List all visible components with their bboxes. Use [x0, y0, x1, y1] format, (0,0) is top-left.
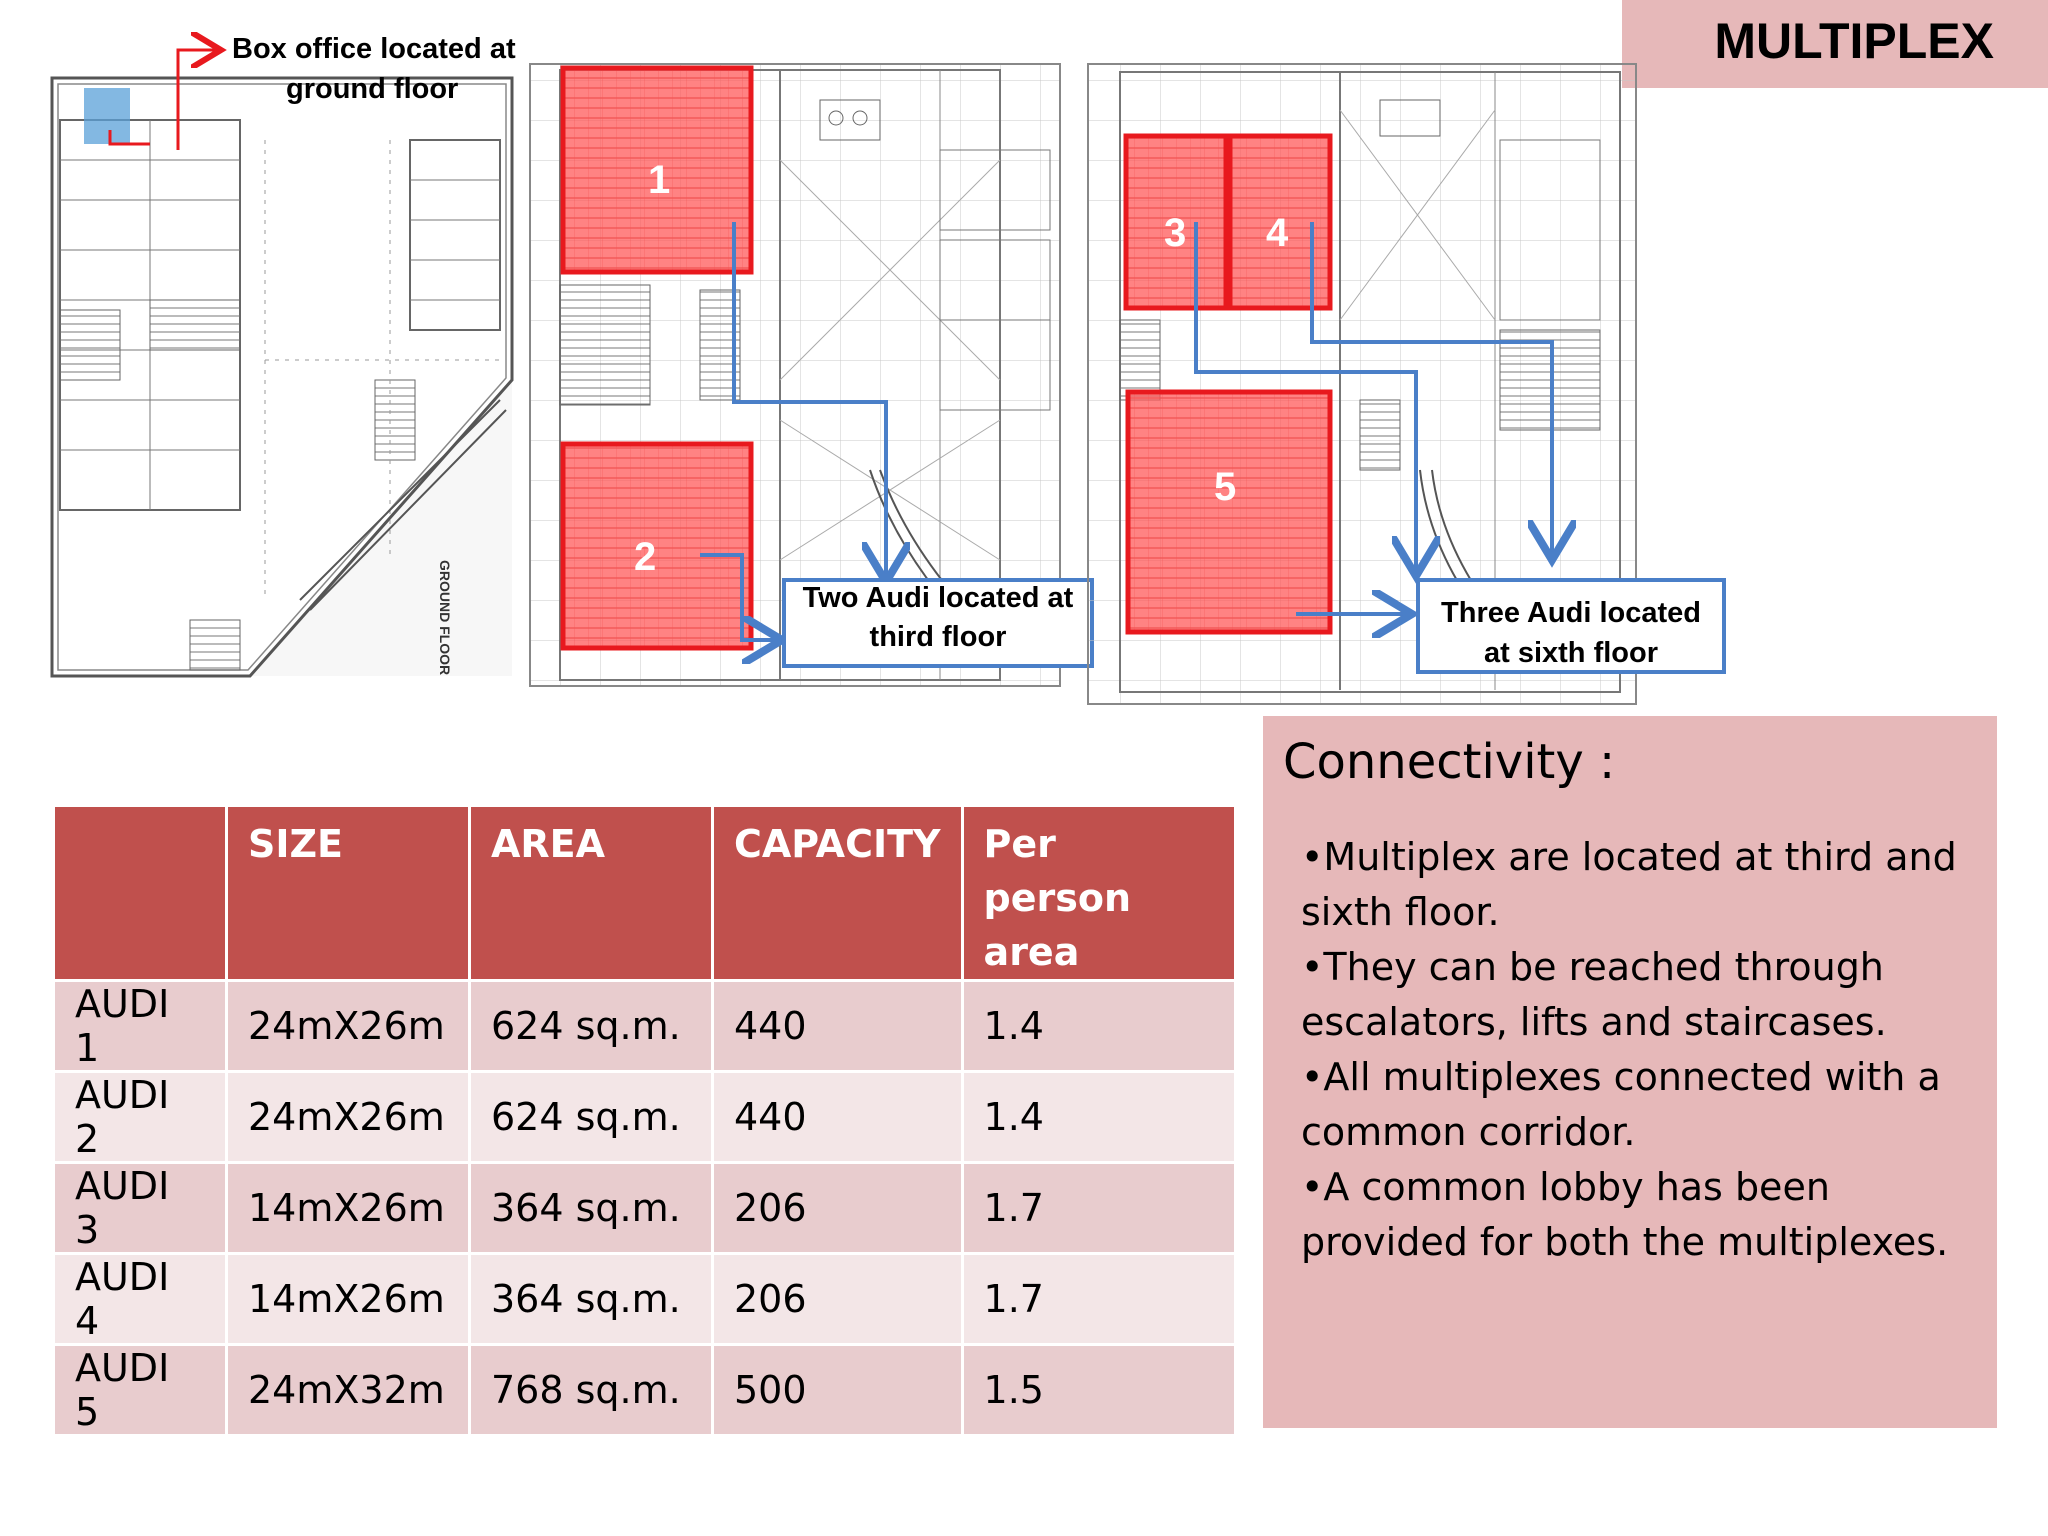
table-row: AUDI 4 14mX26m 364 sq.m. 206 1.7	[52, 1252, 1237, 1346]
audi-5-block: 5	[1125, 389, 1333, 635]
table-cell: 14mX26m	[225, 1252, 471, 1346]
audi-3-number: 3	[1164, 211, 1186, 255]
table-cell: 1.4	[960, 979, 1237, 1073]
audi-4-block: 4	[1227, 133, 1333, 311]
list-item: •Multiplex are located at third and sixt…	[1301, 835, 1957, 934]
table-cell: AUDI 3	[52, 1161, 228, 1255]
table-cell: 24mX26m	[225, 1070, 471, 1164]
table-cell: 14mX26m	[225, 1161, 471, 1255]
header-cell-size: SIZE	[225, 804, 471, 982]
sixth-floor-callout-line1: Three Audi located	[1441, 597, 1701, 629]
ground-floor-plan: GROUND FLOOR	[50, 50, 514, 678]
table-cell: 624 sq.m.	[468, 979, 714, 1073]
table-cell: AUDI 4	[52, 1252, 228, 1346]
table-row: AUDI 3 14mX26m 364 sq.m. 206 1.7	[52, 1161, 1237, 1255]
header-cell-blank	[52, 804, 228, 982]
third-floor-callout-line2: third floor	[870, 621, 1007, 653]
table-cell: AUDI 2	[52, 1070, 228, 1164]
table-cell: 440	[711, 979, 964, 1073]
ground-floor-label: GROUND FLOOR	[437, 560, 453, 675]
table-cell: 500	[711, 1343, 964, 1437]
third-floor-callout-line1: Two Audi located at	[803, 582, 1074, 614]
table-cell: 1.7	[960, 1161, 1237, 1255]
third-floor-callout-box	[782, 578, 1094, 668]
connector-audi-1	[732, 222, 886, 578]
connectivity-panel: Connectivity : •Multiplex are located at…	[1263, 716, 1997, 1428]
table-cell: AUDI 1	[52, 979, 228, 1073]
table-row: AUDI 2 24mX26m 624 sq.m. 440 1.4	[52, 1070, 1237, 1164]
header-cell-capacity: CAPACITY	[711, 804, 964, 982]
audi-1-block: 1	[560, 65, 754, 275]
connector-audi-2	[700, 553, 778, 640]
connectivity-heading: Connectivity :	[1283, 734, 1616, 790]
floor-plans: GROUND FLOOR Box office located at groun…	[50, 0, 1726, 705]
table-cell: 768 sq.m.	[468, 1343, 714, 1437]
list-item: •They can be reached through escalators,…	[1301, 945, 1887, 1044]
table-cell: 1.4	[960, 1070, 1237, 1164]
title-box: MULTIPLEX	[1622, 0, 2048, 88]
box-office-callout-line1: Box office located at	[232, 33, 516, 65]
connector-audi-3	[1194, 222, 1416, 572]
audi-2-number: 2	[634, 535, 656, 579]
table-cell: 206	[711, 1161, 964, 1255]
list-item: •A common lobby has been provided for bo…	[1301, 1165, 1949, 1264]
audi-1-number: 1	[648, 158, 670, 202]
table-cell: 24mX26m	[225, 979, 471, 1073]
table-cell: 206	[711, 1252, 964, 1346]
connectivity-list: •Multiplex are located at third and sixt…	[1301, 830, 1981, 1270]
table-cell: 624 sq.m.	[468, 1070, 714, 1164]
sixth-floor-callout-line2: at sixth floor	[1484, 637, 1658, 669]
table-cell: 364 sq.m.	[468, 1161, 714, 1255]
audi-table: SIZE AREA CAPACITY Per person area AUDI …	[52, 804, 1237, 1437]
box-office-highlight	[84, 88, 130, 144]
sixth-floor-callout-box	[1416, 578, 1726, 674]
audi-4-number: 4	[1266, 211, 1289, 255]
audi-5-number: 5	[1214, 465, 1236, 509]
table-row: AUDI 1 24mX26m 624 sq.m. 440 1.4	[52, 979, 1237, 1073]
box-office-callout-line2: ground floor	[286, 73, 458, 105]
audi-3-block: 3	[1123, 133, 1229, 311]
connector-audi-4	[1310, 222, 1552, 556]
table-cell: 440	[711, 1070, 964, 1164]
table-header-row: SIZE AREA CAPACITY Per person area	[52, 804, 1237, 982]
table-cell: 24mX32m	[225, 1343, 471, 1437]
page-title: MULTIPLEX	[1714, 13, 1994, 69]
table-cell: 364 sq.m.	[468, 1252, 714, 1346]
header-cell-area: AREA	[468, 804, 714, 982]
table-row: AUDI 5 24mX32m 768 sq.m. 500 1.5	[52, 1343, 1237, 1437]
header-cell-per-person-area: Per person area	[960, 804, 1237, 982]
audi-2-block: 2	[560, 441, 754, 651]
list-item: •All multiplexes connected with a common…	[1301, 1055, 1941, 1154]
table-cell: AUDI 5	[52, 1343, 228, 1437]
table-cell: 1.7	[960, 1252, 1237, 1346]
table-cell: 1.5	[960, 1343, 1237, 1437]
